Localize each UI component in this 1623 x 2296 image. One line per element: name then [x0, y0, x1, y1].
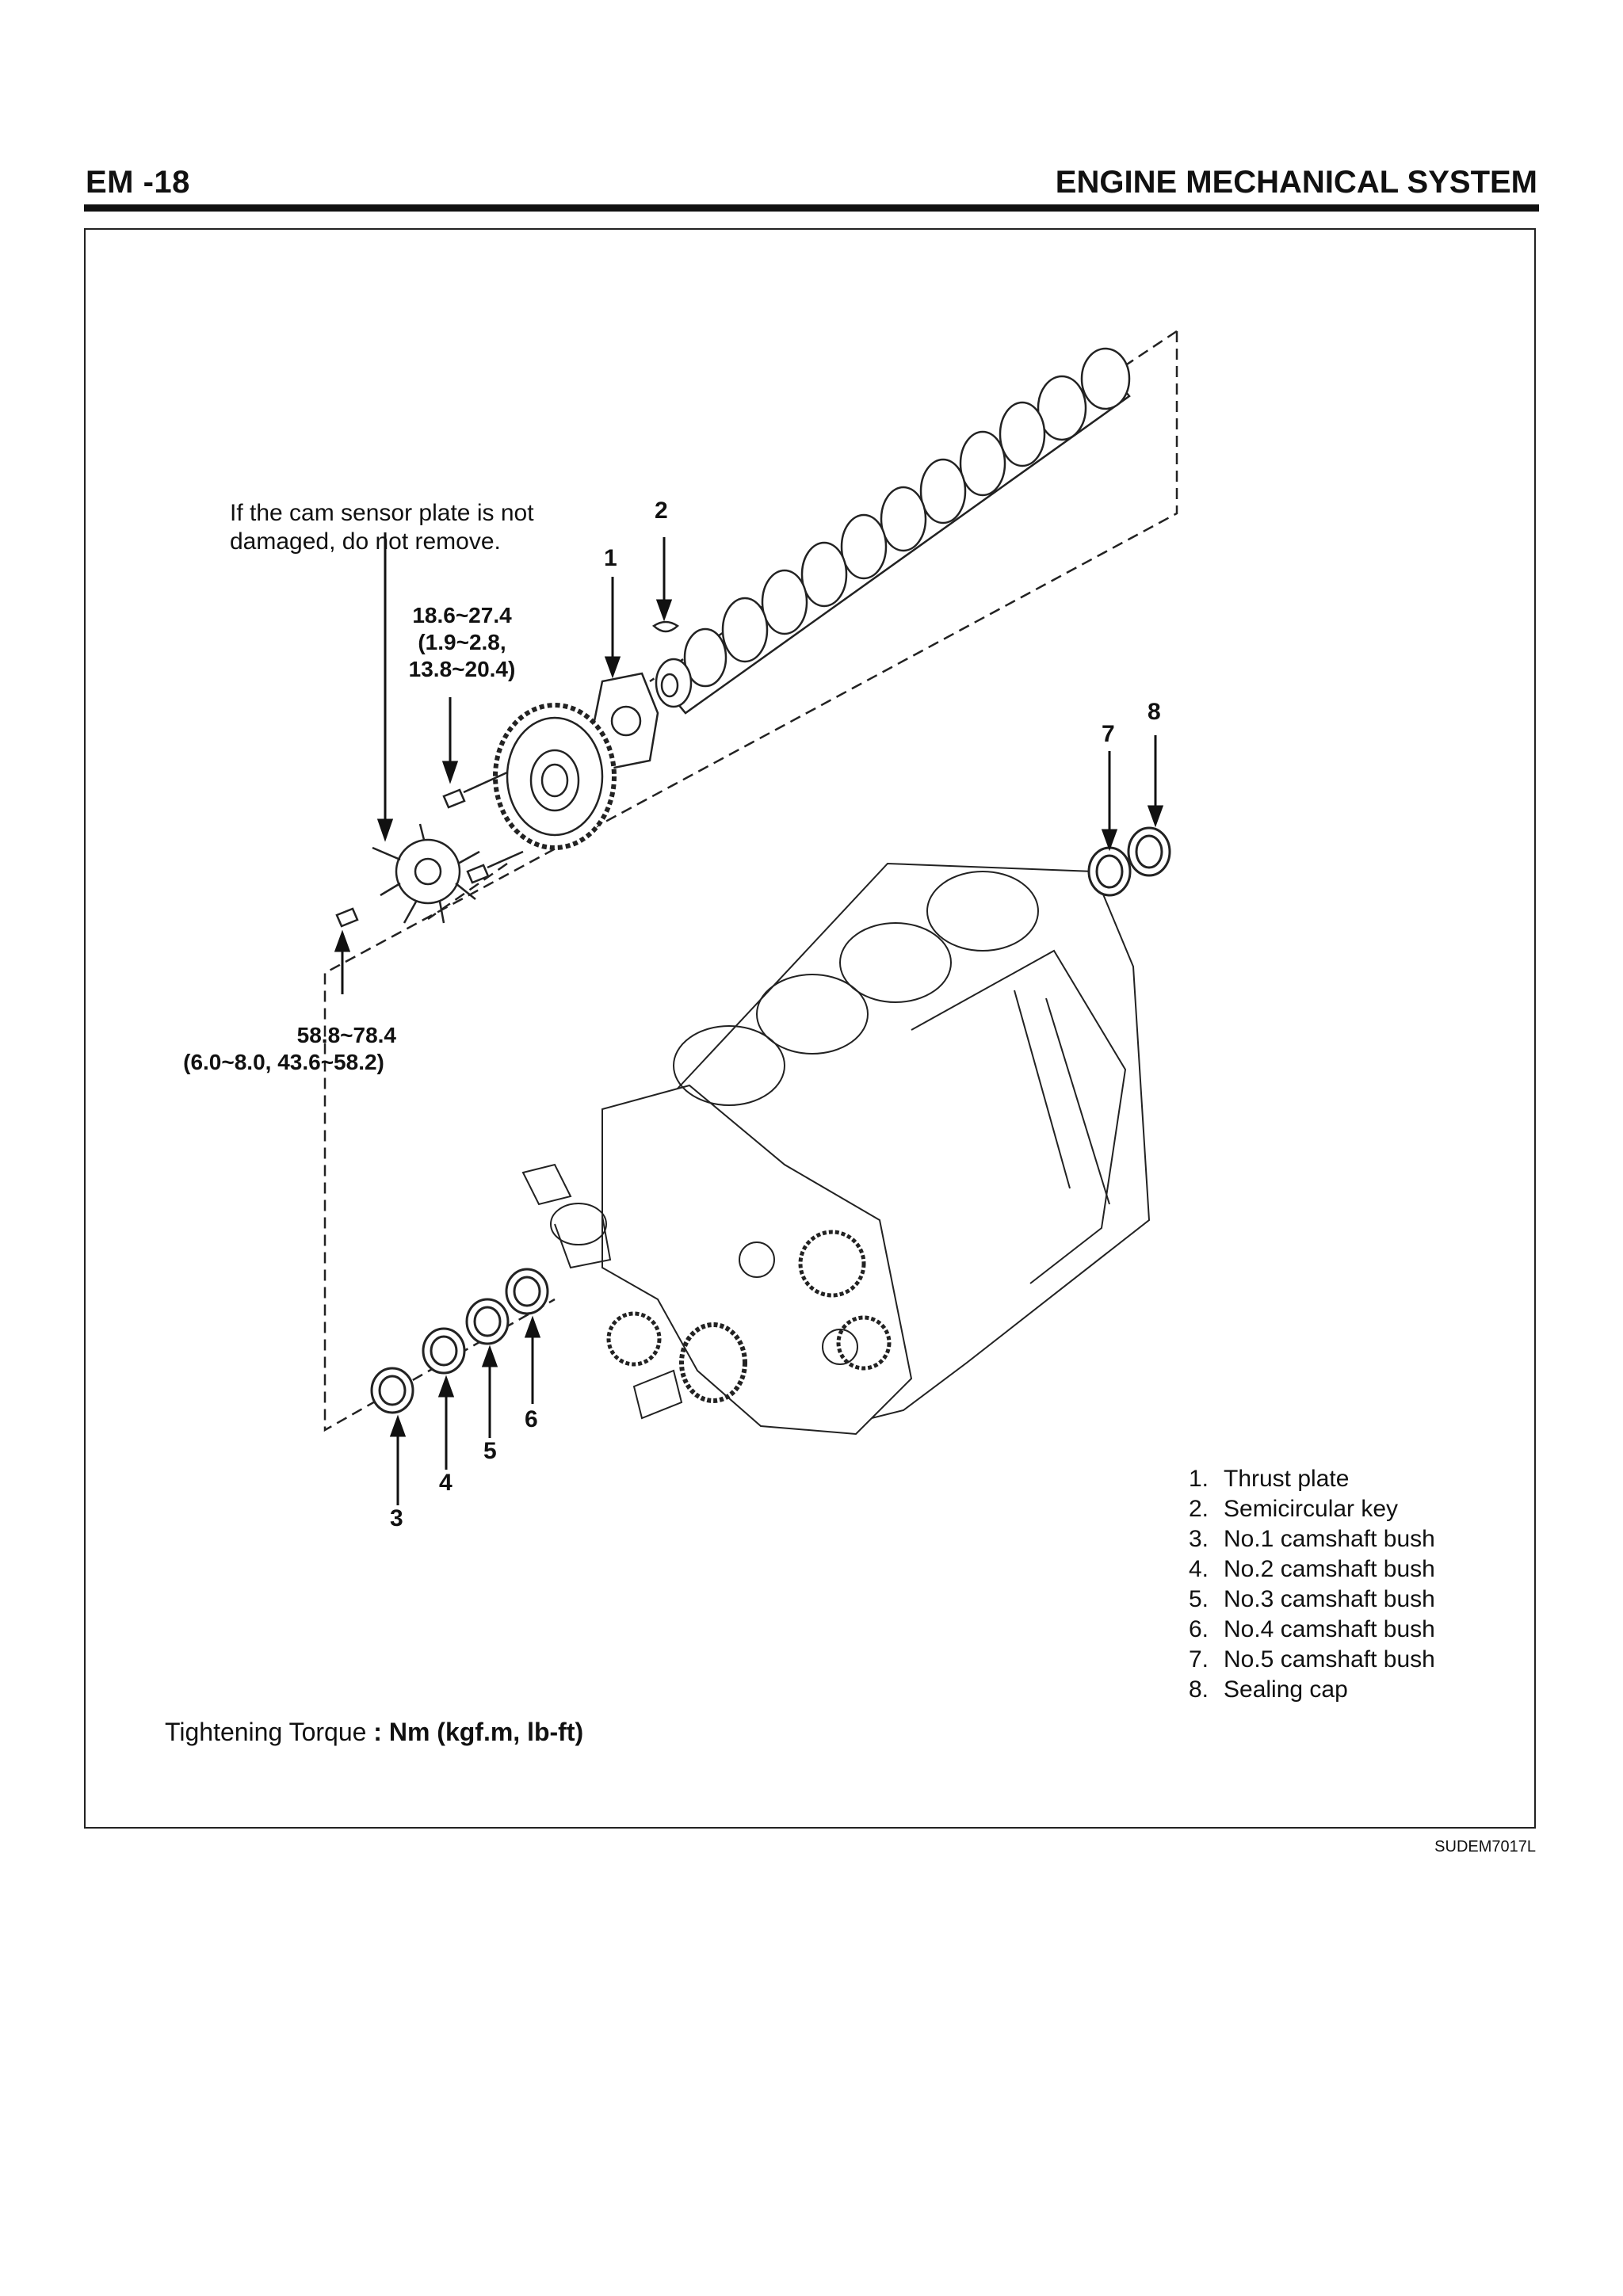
legend-text: Thrust plate — [1224, 1466, 1350, 1492]
torque-lower: 58.8~78.4 (6.0~8.0, 43.6~58.2) — [165, 1022, 403, 1076]
legend-text: Sealing cap — [1224, 1676, 1348, 1703]
bush-drawings — [370, 826, 1171, 1414]
leader-arrows — [334, 532, 1164, 1505]
callout-1: 1 — [604, 545, 617, 571]
legend-item: 1. Thrust plate — [1189, 1464, 1435, 1494]
cam-gear-drawing — [493, 703, 617, 850]
cam-sensor-plate-drawing — [372, 823, 480, 924]
legend-item: 3. No.1 camshaft bush — [1189, 1524, 1435, 1554]
legend-item: 7. No.5 camshaft bush — [1189, 1645, 1435, 1675]
torque-lower-kgfm-lbft: (6.0~8.0, 43.6~58.2) — [183, 1050, 384, 1074]
legend-index: 5. — [1189, 1586, 1209, 1612]
torque-upper-lbft: 13.8~20.4) — [408, 657, 516, 681]
semicircular-key-drawing — [651, 620, 680, 633]
torque-lower-nm: 58.8~78.4 — [296, 1023, 396, 1047]
legend-index: 4. — [1189, 1556, 1209, 1582]
torque-upper-kgfm: (1.9~2.8, — [418, 630, 506, 654]
legend-text: No.3 camshaft bush — [1224, 1586, 1435, 1612]
legend-item: 8. Sealing cap — [1189, 1675, 1435, 1705]
note-line-2: damaged, do not remove. — [230, 528, 501, 555]
callout-7: 7 — [1102, 721, 1115, 747]
legend-index: 1. — [1189, 1466, 1209, 1492]
torque-upper-nm: 18.6~27.4 — [412, 603, 512, 627]
engine-block-drawing — [521, 862, 1151, 1436]
legend-text: Semicircular key — [1224, 1496, 1399, 1522]
torque-unit-value: : Nm (kgf.m, lb-ft) — [373, 1718, 584, 1746]
header-rule — [84, 204, 1539, 212]
legend-text: No.4 camshaft bush — [1224, 1616, 1435, 1642]
page-number: EM -18 — [86, 165, 190, 200]
legend-item: 2. Semicircular key — [1189, 1494, 1435, 1524]
legend-index: 7. — [1189, 1646, 1209, 1672]
legend-item: 4. No.2 camshaft bush — [1189, 1554, 1435, 1585]
legend-index: 2. — [1189, 1496, 1209, 1522]
camshaft-drawing — [655, 347, 1131, 715]
bolt-drawings — [335, 771, 524, 928]
legend-text: No.5 camshaft bush — [1224, 1646, 1435, 1672]
legend-index: 8. — [1189, 1676, 1209, 1703]
legend-index: 6. — [1189, 1616, 1209, 1642]
legend-text: No.2 camshaft bush — [1224, 1556, 1435, 1582]
callout-5: 5 — [483, 1438, 497, 1464]
callout-8: 8 — [1148, 699, 1161, 725]
legend-text: No.1 camshaft bush — [1224, 1526, 1435, 1552]
callout-6: 6 — [525, 1406, 538, 1432]
callout-4: 4 — [439, 1470, 453, 1496]
torque-upper: 18.6~27.4 (1.9~2.8, 13.8~20.4) — [403, 602, 521, 683]
torque-unit-note: Tightening Torque : Nm (kgf.m, lb-ft) — [165, 1718, 583, 1747]
callout-2: 2 — [655, 498, 668, 524]
legend-index: 3. — [1189, 1526, 1209, 1552]
callout-3: 3 — [390, 1505, 403, 1531]
parts-legend: 1. Thrust plate 2. Semicircular key 3. No.1… — [1189, 1464, 1435, 1705]
note-line-1: If the cam sensor plate is not — [230, 500, 534, 526]
cam-sensor-note: If the cam sensor plate is not damaged, … — [230, 499, 534, 556]
torque-unit-label: Tightening Torque — [165, 1718, 367, 1746]
legend-item: 6. No.4 camshaft bush — [1189, 1615, 1435, 1645]
section-title: ENGINE MECHANICAL SYSTEM — [1055, 165, 1537, 200]
figure-frame — [84, 228, 1536, 1829]
figure-code: SUDEM7017L — [1434, 1838, 1536, 1855]
legend-item: 5. No.3 camshaft bush — [1189, 1585, 1435, 1615]
